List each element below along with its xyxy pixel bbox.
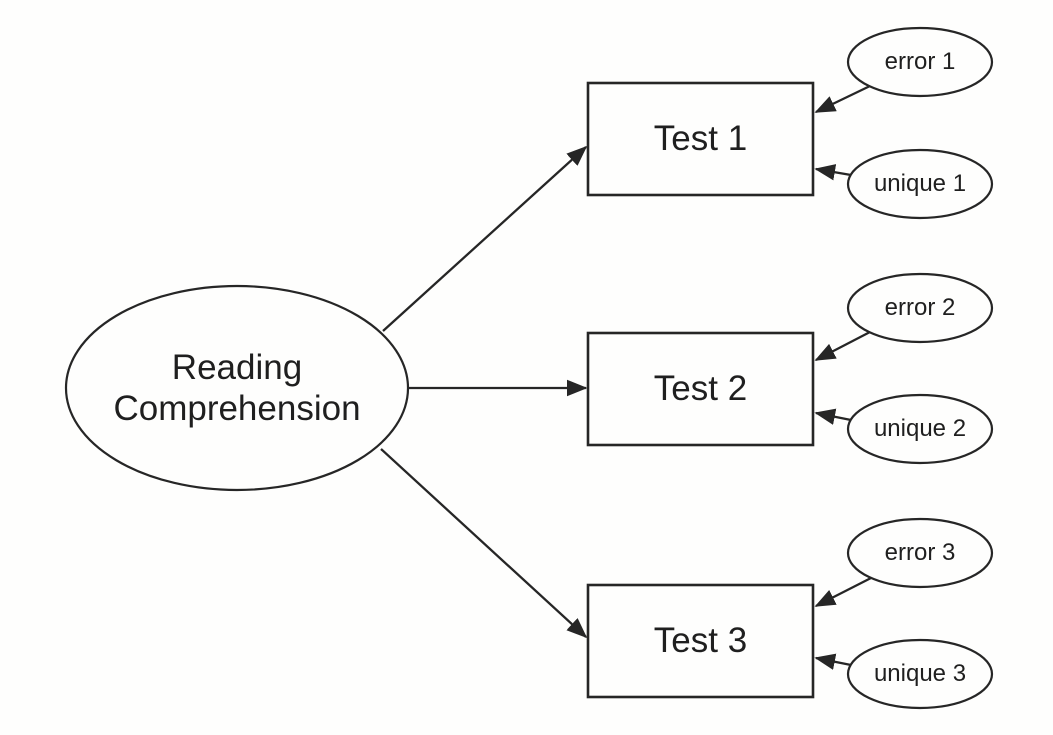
latent-variable-label: Reading Comprehension <box>113 348 361 428</box>
test-3-box <box>586 583 815 699</box>
error-2-label: error 2 <box>884 294 956 321</box>
test-2-box <box>586 331 815 447</box>
unique-3-ellipse <box>846 638 994 710</box>
unique-2-label: unique 2 <box>873 415 967 442</box>
unique-3-label: unique 3 <box>873 660 967 687</box>
error-1-ellipse <box>846 26 994 98</box>
unique-arrow-test-2 <box>814 408 852 425</box>
latent-variable-ellipse <box>64 284 410 492</box>
error-arrow-test-3 <box>814 576 872 608</box>
unique-2-ellipse <box>846 393 994 465</box>
error-2-ellipse <box>846 272 994 344</box>
unique-arrow-test-3 <box>814 653 852 670</box>
unique-1-ellipse <box>846 148 994 220</box>
loading-arrow-test-3 <box>380 448 588 639</box>
error-3-label: error 3 <box>884 539 956 566</box>
unique-1-label: unique 1 <box>873 170 967 197</box>
test-2-label: Test 2 <box>653 369 748 408</box>
unique-arrow-test-1 <box>814 164 852 181</box>
error-3-ellipse <box>846 517 994 589</box>
error-arrow-test-1 <box>814 84 871 114</box>
loading-arrow-test-1 <box>382 145 588 332</box>
error-1-label: error 1 <box>884 48 956 75</box>
test-1-label: Test 1 <box>653 119 748 158</box>
test-1-box <box>586 81 815 197</box>
error-arrow-test-2 <box>814 330 871 362</box>
test-3-label: Test 3 <box>653 621 748 660</box>
